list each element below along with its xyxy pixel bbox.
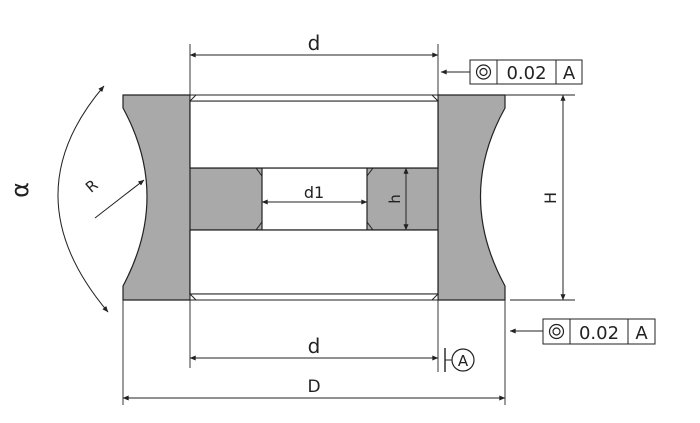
label-d-top: d [308, 31, 321, 55]
tolerance-datum-bottom: A [635, 323, 648, 344]
tolerance-value-bottom: 0.02 [579, 323, 619, 344]
tolerance-frame-top: 0.02 A [440, 59, 583, 85]
dim-arc-alpha [57, 85, 109, 313]
bore-chamfer-left-bottom [255, 221, 263, 231]
tolerance-datum-top: A [563, 63, 576, 84]
label-d-bottom: d [308, 334, 321, 358]
bore-chamfer-right-bottom [366, 221, 374, 231]
concentricity-icon [475, 64, 492, 80]
concentricity-icon [548, 323, 565, 340]
inner-cavity-top [189, 100, 439, 169]
label-alpha: α [6, 182, 34, 198]
label-d1: d1 [304, 183, 324, 202]
label-H: H [541, 192, 560, 204]
wheel-section [122, 94, 506, 301]
tolerance-value-top: 0.02 [506, 63, 546, 84]
dim-leader-R [94, 179, 145, 219]
bore-chamfer-right [366, 167, 374, 177]
datum-a-symbol: A [444, 348, 475, 372]
label-R: R [82, 176, 102, 196]
bore-d1 [261, 167, 368, 231]
rim-top [189, 94, 439, 102]
label-h: h [386, 194, 404, 204]
dimension-lines [57, 52, 566, 401]
datum-label: A [458, 352, 469, 370]
tolerance-frame-bottom: 0.02 A [509, 318, 656, 345]
bore-chamfer-left [255, 167, 263, 177]
label-D: D [307, 377, 320, 397]
inner-cavity-bottom [189, 229, 439, 295]
rim-bottom [189, 293, 439, 301]
